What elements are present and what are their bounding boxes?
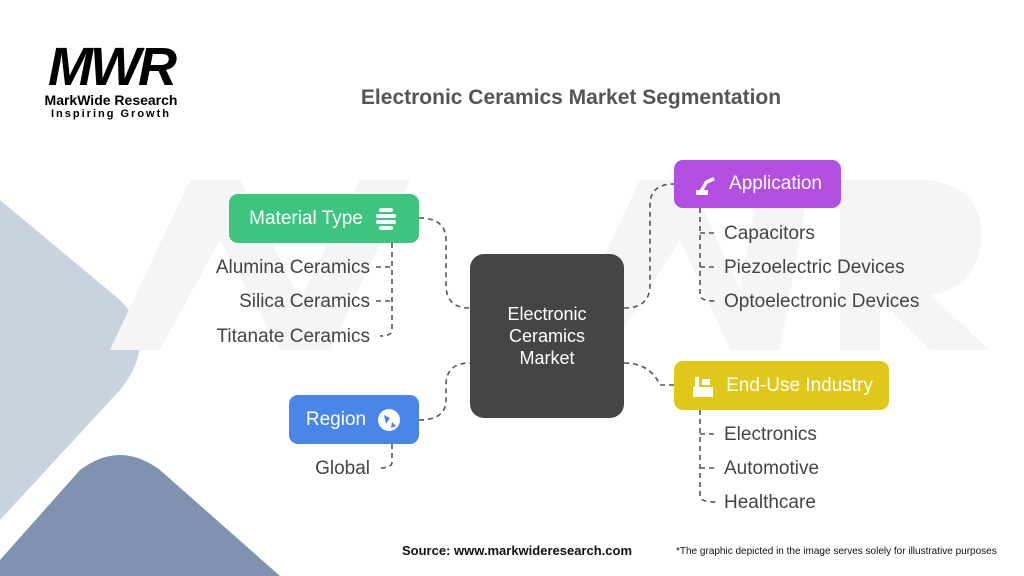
center-line: Ceramics bbox=[508, 326, 585, 346]
layers-icon bbox=[373, 206, 399, 232]
center-line: Market bbox=[519, 348, 575, 368]
node-label: Region bbox=[305, 408, 367, 430]
factory-icon bbox=[690, 373, 716, 399]
center-node: Electronic Ceramics Market bbox=[470, 254, 624, 418]
logo-name: MarkWide Research bbox=[44, 92, 178, 108]
center-line: Electronic bbox=[507, 304, 587, 324]
application-node: Application bbox=[674, 160, 841, 208]
node-label: Application bbox=[729, 173, 822, 194]
list-item: Piezoelectric Devices bbox=[724, 257, 905, 278]
list-item: Silica Ceramics bbox=[239, 291, 370, 312]
logo-mark: MWR bbox=[48, 37, 177, 97]
list-item: Capacitors bbox=[724, 223, 815, 244]
robot-arm-icon bbox=[693, 171, 719, 197]
list-item: Automotive bbox=[724, 458, 820, 479]
list-item: Titanate Ceramics bbox=[216, 326, 370, 347]
list-item: Electronics bbox=[724, 424, 817, 445]
end-use-industry-node: End-Use Industry bbox=[674, 361, 889, 410]
page-title: Electronic Ceramics Market Segmentation bbox=[360, 86, 782, 109]
list-item: Optoelectronic Devices bbox=[724, 291, 920, 312]
globe-icon bbox=[376, 407, 402, 433]
logo-tagline: Inspiring Growth bbox=[51, 108, 171, 120]
logo: MWR MarkWide Research Inspiring Growth bbox=[36, 37, 186, 120]
material-type-node: Material Type bbox=[229, 194, 419, 243]
list-item: Alumina Ceramics bbox=[215, 257, 370, 278]
list-item: Global bbox=[315, 458, 370, 479]
region-node: Region bbox=[289, 395, 419, 444]
disclaimer-text: *The graphic depicted in the image serve… bbox=[676, 546, 997, 557]
list-item: Healthcare bbox=[724, 492, 816, 513]
source-text: Source: www.markwideresearch.com bbox=[402, 543, 633, 558]
node-label: Material Type bbox=[249, 207, 363, 229]
node-label: End-Use Industry bbox=[726, 374, 873, 396]
